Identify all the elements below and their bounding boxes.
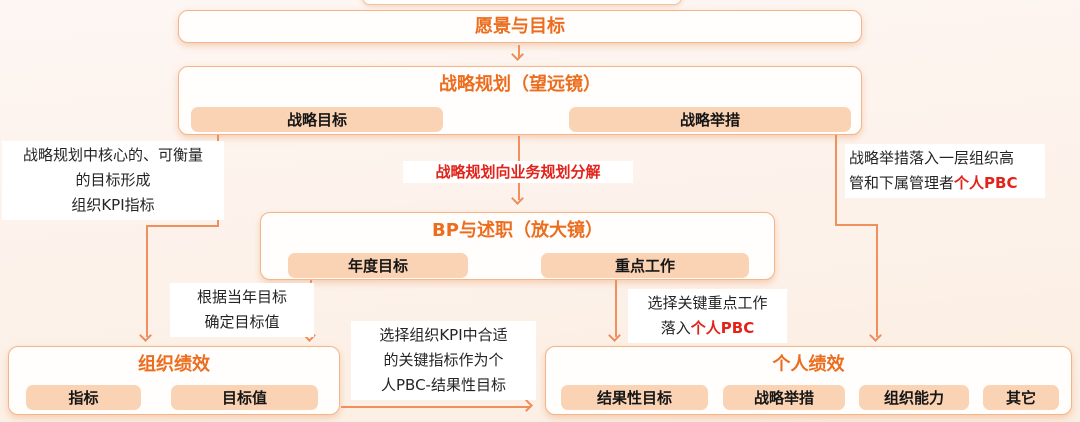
chip-other: 其它 [983,385,1059,410]
node-org-performance-title: 组织绩效 [138,354,210,375]
note-left-kpi-line2: 的目标形成 [75,171,151,189]
arrowhead-strategy-bp [511,192,524,205]
arrowhead-strategy-org [139,329,152,342]
note-kpi-to-pbc: 选择组织KPI中合适 的关键指标作为个 人PBC-结果性目标 [351,321,536,400]
arrowhead-keywork-personal [608,329,621,342]
note-annual-target-line2: 确定目标值 [204,313,280,331]
chip-personal-initiatives: 战略举措 [723,385,845,410]
note-kpi-to-pbc-line2: 的关键指标作为个 [383,351,504,369]
arrowhead-org-personal [520,399,533,412]
chip-annual-goals: 年度目标 [288,253,468,278]
chip-target-value: 目标值 [171,385,318,410]
connector-initiatives-personal-seg2 [835,224,878,226]
connector-strategy-org-seg2 [146,225,219,227]
chip-org-capability: 组织能力 [859,385,969,410]
connector-keywork-personal [615,280,617,337]
node-strategy-title: 战略规划（望远镜） [439,74,601,95]
arrowhead-vision-strategy [511,48,524,61]
chip-key-work: 重点工作 [541,253,749,278]
cropped-top-box [362,0,682,5]
connector-org-personal [341,406,531,408]
note-keywork-pbc-line1: 选择关键重点工作 [647,294,768,312]
note-keywork-pbc-prefix: 落入 [660,319,691,337]
node-org-performance: 组织绩效 指标 目标值 [8,346,340,415]
note-annual-target-line1: 根据当年目标 [196,288,287,306]
note-annual-target: 根据当年目标 确定目标值 [170,283,314,337]
note-initiatives-pbc-prefix: 管和下属管理者 [849,174,955,192]
note-initiatives-pbc-line1: 战略举措落入一层组织高 [849,149,1015,167]
chip-strategy-goals: 战略目标 [191,107,443,132]
chip-result-goals: 结果性目标 [561,385,708,410]
note-initiatives-pbc: 战略举措落入一层组织高 管和下属管理者个人PBC [845,144,1045,198]
chip-indicator: 指标 [26,385,141,410]
connector-strategy-org-seg3 [146,225,148,337]
node-personal-performance: 个人绩效 结果性目标 战略举措 组织能力 其它 [545,346,1072,415]
node-vision-title: 愿景与目标 [475,15,565,37]
note-initiatives-pbc-line2: 管和下属管理者个人PBC [849,171,1041,196]
node-personal-performance-title: 个人绩效 [772,354,845,375]
chip-strategy-initiatives: 战略举措 [569,107,851,132]
connector-vision-strategy [518,45,520,59]
note-left-kpi-line1: 战略规划中核心的、可衡量 [22,146,203,164]
label-decompose: 战略规划向业务规划分解 [403,161,633,183]
note-keywork-pbc-highlight: 个人PBC [690,319,755,337]
note-kpi-to-pbc-line3: 人PBC-结果性目标 [381,376,506,394]
node-vision: 愿景与目标 [178,10,862,43]
arrowhead-initiatives-personal [869,329,882,342]
connector-initiatives-personal-seg3 [876,224,878,337]
node-bp-title: BP与述职（放大镜） [432,220,603,241]
note-left-kpi: 战略规划中核心的、可衡量 的目标形成 组织KPI指标 [2,141,224,220]
note-keywork-pbc: 选择关键重点工作 落入个人PBC [628,289,787,343]
note-keywork-pbc-line2: 落入个人PBC [632,316,783,341]
note-left-kpi-line3: 组织KPI指标 [71,196,155,214]
note-initiatives-pbc-highlight: 个人PBC [954,174,1018,192]
note-kpi-to-pbc-line1: 选择组织KPI中合适 [379,326,508,344]
connector-initiatives-personal-seg1 [835,135,837,226]
node-bp: BP与述职（放大镜） 年度目标 重点工作 [260,212,775,280]
node-strategy: 战略规划（望远镜） 战略目标 战略举措 [178,66,862,135]
